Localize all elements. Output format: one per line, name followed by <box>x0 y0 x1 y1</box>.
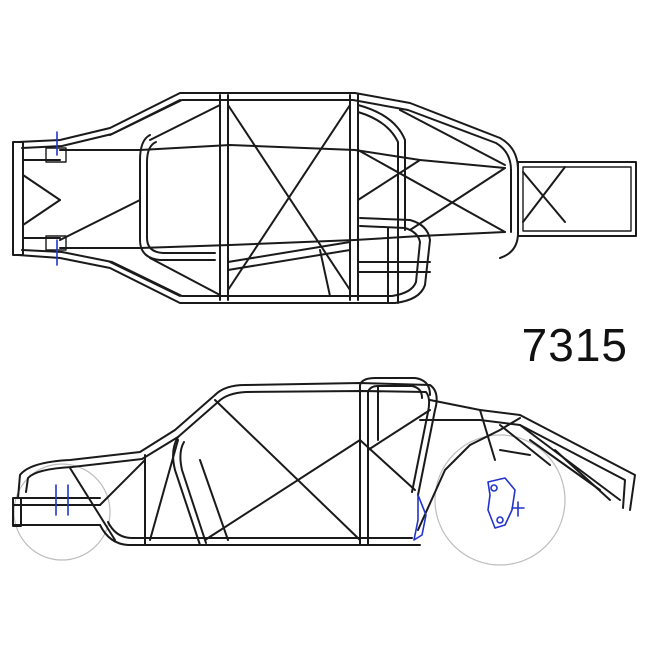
top-diag-front-a <box>149 104 221 141</box>
side-rear-hub-bolt-b <box>496 516 504 524</box>
top-diag-front-d <box>149 257 221 296</box>
side-rear-arm-drop <box>417 417 521 531</box>
side-rear-brace-f <box>499 449 531 456</box>
side-front-bumper <box>12 497 22 527</box>
side-main-hoop-inner <box>367 385 423 546</box>
model-number: 7315 <box>521 319 628 371</box>
side-front-diag-a <box>69 467 116 541</box>
top-diag-front-b <box>109 99 181 136</box>
side-diag-a <box>149 439 179 541</box>
side-mid-bracket <box>413 494 427 541</box>
top-lower-diag <box>319 249 331 297</box>
top-front-bumper <box>12 141 24 256</box>
side-rear-hub-bolt-a <box>490 484 498 492</box>
top-diag-front-e <box>59 199 141 241</box>
top-rear-diag-d <box>357 159 421 201</box>
top-rear-extension-inner <box>522 166 632 232</box>
side-rear-brace-b <box>499 424 551 466</box>
side-bottom-rail-inner <box>107 521 413 539</box>
side-diag-d <box>367 409 431 451</box>
side-rear-hub-plate <box>487 477 516 529</box>
side-x-brace-a <box>214 399 361 541</box>
top-rear-diag-c <box>409 167 506 231</box>
side-main-hoop <box>359 377 431 546</box>
top-rear-bundle-e <box>227 249 351 271</box>
top-rear-diag-a <box>357 149 506 233</box>
top-diag-front-c <box>109 261 181 297</box>
rear-wheel <box>434 434 566 566</box>
side-rear-brace-c <box>479 409 496 461</box>
top-front-mount-upper <box>45 147 67 163</box>
top-rear-hoop-inner <box>357 111 399 231</box>
top-cockpit-hoop-inner <box>146 141 216 254</box>
side-a-pillar-inner <box>179 441 207 544</box>
top-rear-extension-x-b <box>522 166 566 223</box>
side-rear-brace-d <box>529 439 601 491</box>
top-front-mount-lower <box>45 235 67 251</box>
top-outer-rail-upper <box>17 92 519 259</box>
top-front-brace-a <box>22 174 61 201</box>
side-front-diag-b <box>99 459 146 506</box>
top-rear-extension-x-a <box>522 171 566 223</box>
top-rear-bundle-f <box>227 241 351 263</box>
side-rear-arm-upper <box>429 399 636 511</box>
top-inner-long-lower <box>59 231 506 249</box>
side-x-brace-b <box>204 439 361 541</box>
side-roofline-outer <box>17 382 438 499</box>
top-view-frame <box>12 92 637 304</box>
top-outer-rail-lower-inner <box>21 225 421 297</box>
side-bottom-rail <box>99 524 421 546</box>
top-rear-hoop <box>357 104 406 231</box>
side-diag-b <box>199 459 229 541</box>
top-front-brace-b <box>22 199 61 226</box>
top-rear-extension <box>517 161 637 237</box>
top-rear-diag-b <box>399 109 506 166</box>
side-a-pillar <box>172 436 201 546</box>
side-roofline-inner <box>25 390 431 493</box>
top-inner-long-upper <box>59 144 506 169</box>
side-rear-brace-e <box>554 449 611 501</box>
side-view-frame <box>12 377 636 566</box>
top-cockpit-hoop <box>139 134 216 261</box>
